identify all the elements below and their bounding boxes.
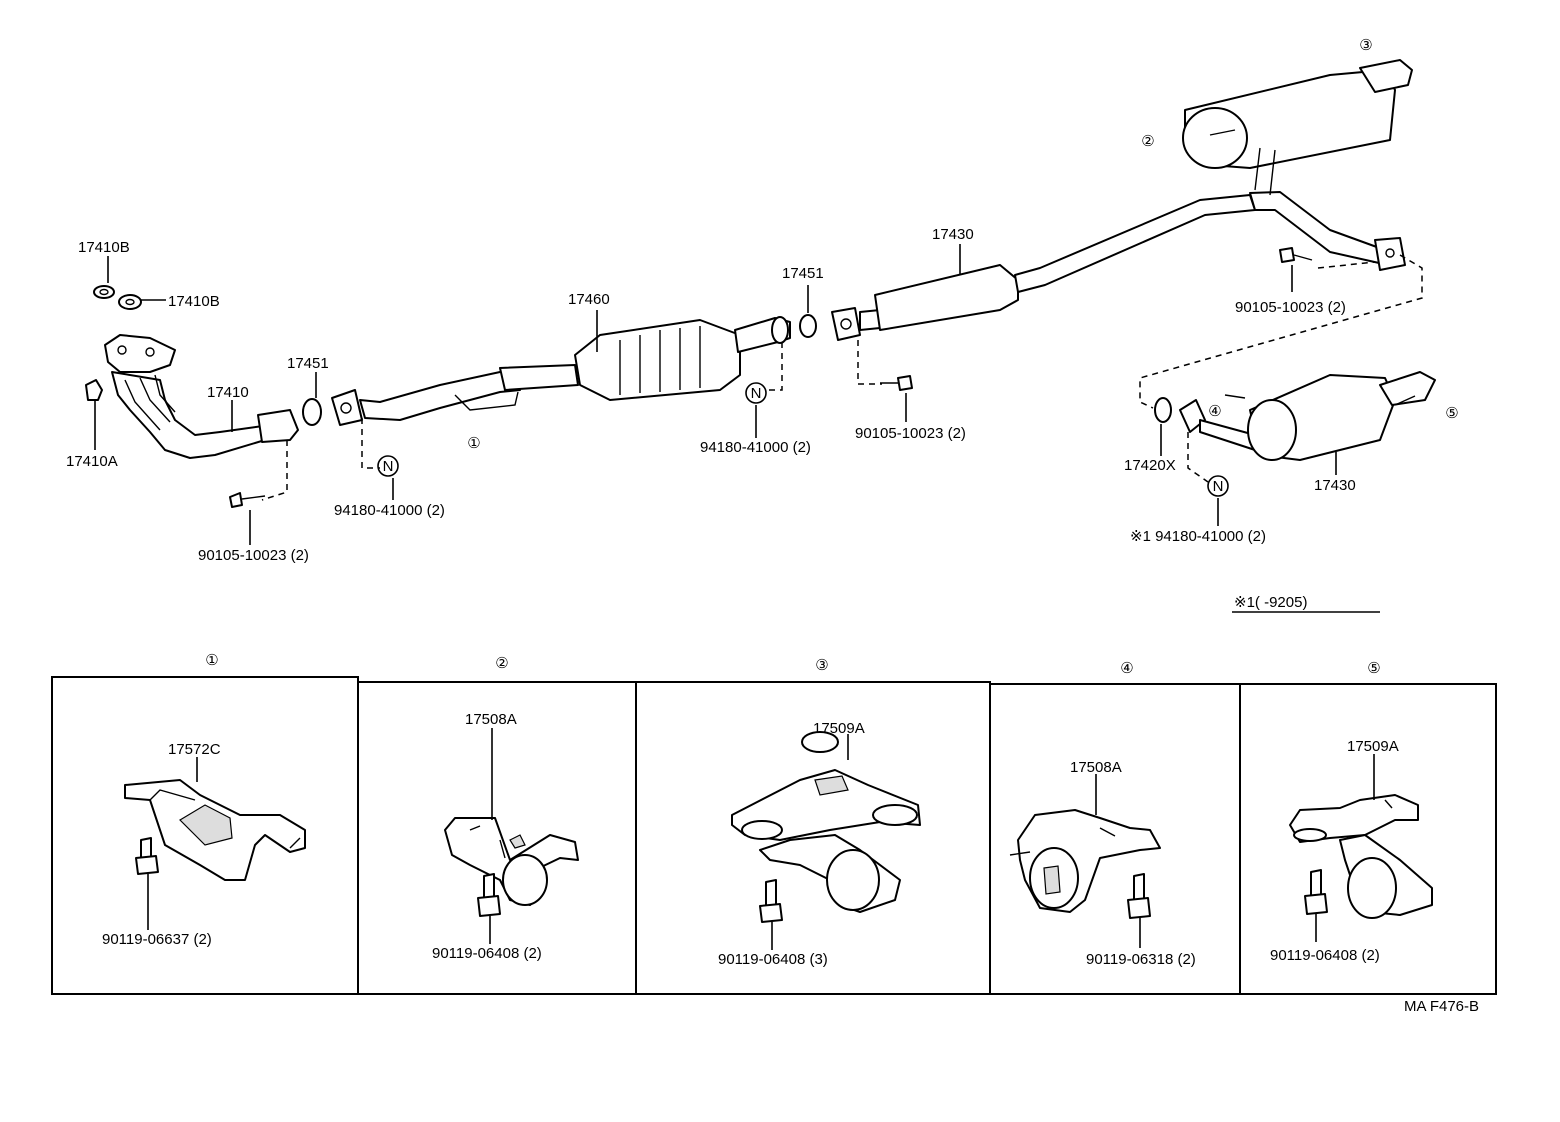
bolt-panel-2-drawing xyxy=(477,873,501,917)
nut-mid-icon: N xyxy=(745,382,767,404)
label-17410: 17410 xyxy=(207,384,249,401)
label-17410a: 17410A xyxy=(66,453,118,470)
catalytic-converter-drawing xyxy=(574,316,791,401)
panel-4-bolt: 90119-06318 (2) xyxy=(1086,951,1196,968)
panel-5-part: 17509A xyxy=(1347,738,1399,755)
bolt-panel-5-drawing xyxy=(1304,869,1328,915)
gasket-17410b-right xyxy=(118,294,142,310)
panel-4-part: 17508A xyxy=(1070,759,1122,776)
label-nut-rear: ※1 94180-41000 (2) xyxy=(1130,528,1266,545)
callout-5-main: ⑤ xyxy=(1445,405,1458,422)
hanger-17508a-drawing-4 xyxy=(1009,809,1161,913)
bolt-rear-drawing xyxy=(1279,247,1313,263)
label-17451-left: 17451 xyxy=(287,355,329,372)
svg-text:N: N xyxy=(383,458,394,475)
label-bolt-rear: 90105-10023 (2) xyxy=(1235,299,1346,316)
panel-1-number: ① xyxy=(205,652,218,669)
gasket-17410b-top xyxy=(93,285,115,299)
nut-rear-icon: N xyxy=(1207,475,1229,497)
detail-panels xyxy=(51,676,1497,995)
nut-front-icon: N xyxy=(377,455,399,477)
bolt-panel-4-drawing xyxy=(1127,873,1151,919)
bolt-front-drawing xyxy=(229,492,266,508)
panel-5-number: ⑤ xyxy=(1367,660,1380,677)
hanger-17509a-drawing-5 xyxy=(1289,794,1433,919)
label-bolt-front: 90105-10023 (2) xyxy=(198,547,309,564)
front-pipe-drawing xyxy=(331,364,579,426)
panel-3-part: 17509A xyxy=(813,720,865,737)
callout-2-main: ② xyxy=(1141,133,1154,150)
label-17430-top: 17430 xyxy=(932,226,974,243)
panel-1-part: 17572C xyxy=(168,741,221,758)
label-17420x: 17420X xyxy=(1124,457,1176,474)
svg-text:N: N xyxy=(1213,478,1224,495)
reference-code: MA F476-B xyxy=(1404,998,1479,1015)
panel-1-bolt: 90119-06637 (2) xyxy=(102,931,212,948)
hanger-17509a-drawing-3 xyxy=(731,731,921,913)
panel-3-number: ③ xyxy=(815,657,828,674)
label-17410b-top: 17410B xyxy=(78,239,130,256)
label-17410b-right: 17410B xyxy=(168,293,220,310)
exhaust-manifold-drawing xyxy=(104,334,299,459)
bolt-panel-3-drawing xyxy=(759,879,783,923)
callout-3-main: ③ xyxy=(1359,37,1372,54)
center-pipe-drawing xyxy=(831,191,1406,341)
bolt-mid-drawing xyxy=(880,375,913,391)
panel-2-number: ② xyxy=(495,655,508,672)
panel-5-bolt: 90119-06408 (2) xyxy=(1270,947,1380,964)
label-nut-mid: 94180-41000 (2) xyxy=(700,439,811,456)
label-nut-front: 94180-41000 (2) xyxy=(334,502,445,519)
label-17451-mid: 17451 xyxy=(782,265,824,282)
panel-3-bolt: 90119-06408 (3) xyxy=(718,951,828,968)
panel-2-bolt: 90119-06408 (2) xyxy=(432,945,542,962)
gasket-17451-left xyxy=(302,398,322,426)
label-17430-rear: 17430 xyxy=(1314,477,1356,494)
panel-2-part: 17508A xyxy=(465,711,517,728)
rear-tailpipe-drawing xyxy=(1154,371,1436,461)
panel-4-number: ④ xyxy=(1120,660,1133,677)
hanger-17508a-drawing-2 xyxy=(444,817,579,906)
gasket-17451-mid xyxy=(799,314,817,338)
bolt-panel-1-drawing xyxy=(135,837,159,875)
svg-text:N: N xyxy=(751,385,762,402)
stud-17410a xyxy=(85,379,103,401)
hanger-17572c-drawing xyxy=(124,779,306,881)
label-17460: 17460 xyxy=(568,291,610,308)
note-range: ※1( -9205) xyxy=(1234,594,1307,611)
label-bolt-mid: 90105-10023 (2) xyxy=(855,425,966,442)
callout-1-main: ① xyxy=(467,435,480,452)
callout-4-main: ④ xyxy=(1208,403,1221,420)
main-muffler-drawing xyxy=(1182,59,1413,196)
